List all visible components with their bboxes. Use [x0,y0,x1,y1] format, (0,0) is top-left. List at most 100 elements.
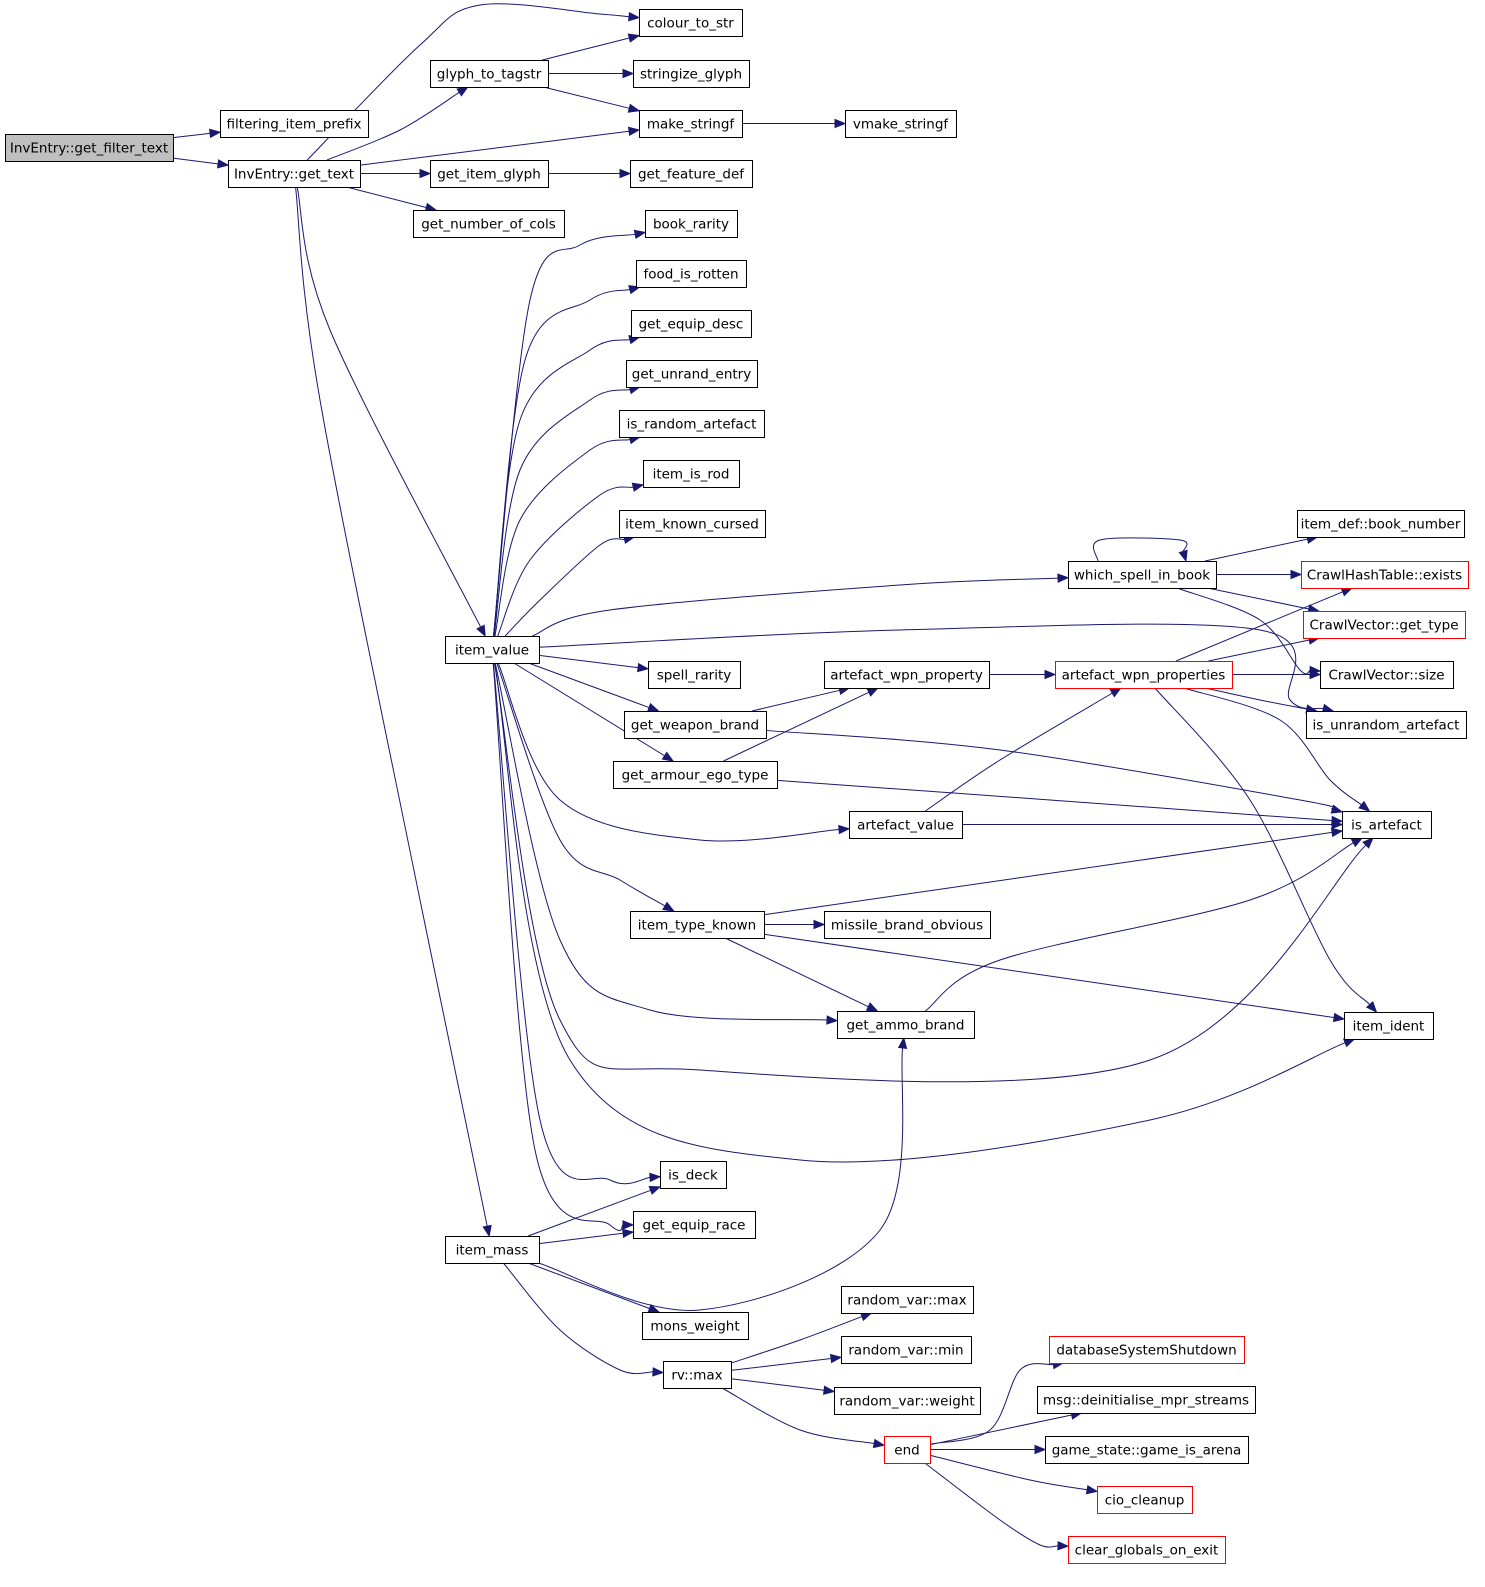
arrowhead [1290,569,1303,580]
node-crawlvector-get-type[interactable]: CrawlVector::get_type [1303,611,1466,639]
node-box [1320,661,1454,689]
arrowhead [1057,573,1070,583]
node-get-text[interactable]: InvEntry::get_text [228,160,361,188]
edge-line [492,662,624,1231]
node-random-var-min[interactable]: random_var::min [841,1336,972,1364]
edge-line [296,186,482,628]
node-item-type-known[interactable]: item_type_known [630,911,765,939]
node-databaseSystemShutdown[interactable]: databaseSystemShutdown [1049,1336,1245,1364]
node-item-known-cursed[interactable]: item_known_cursed [619,510,766,538]
edge-line [924,692,1113,812]
node-get-ammo-brand[interactable]: get_ammo_brand [837,1011,975,1039]
node-missile-brand-obvious[interactable]: missile_brand_obvious [824,911,991,939]
node-artefact-wpn-property[interactable]: artefact_wpn_property [824,661,990,689]
node-msg-deinitialise[interactable]: msg::deinitialise_mpr_streams [1037,1386,1256,1414]
node-crawlvector-size[interactable]: CrawlVector::size [1320,661,1454,689]
edge-layer [172,3,1378,1551]
edge-artefact_wpn_properties-to-crawlvector_get_type [1208,635,1321,662]
edge-get_weapon_brand-to-is_artefact [765,729,1344,814]
edge-line [494,662,1346,1163]
node-box [837,1011,975,1039]
node-item-is-rod[interactable]: item_is_rod [643,460,740,488]
edge-end-to-clear_globals_on_exit [924,1462,1070,1551]
node-glyph-to-tagstr[interactable]: glyph_to_tagstr [430,60,549,88]
node-spell-rarity[interactable]: spell_rarity [648,661,741,689]
node-box [1342,811,1432,839]
edge-get_text-to-get_item_glyph [360,168,432,179]
arrowhead [1309,669,1322,680]
edge-line [326,91,460,161]
node-box [639,110,743,138]
edge-item_value-to-get_ammo_brand [494,662,839,1025]
arrowhead [1332,1012,1346,1023]
node-get-equip-race[interactable]: get_equip_race [633,1211,756,1239]
node-get-weapon-brand[interactable]: get_weapon_brand [624,711,767,739]
node-stringize-glyph[interactable]: stringize_glyph [633,60,750,88]
node-item-value[interactable]: item_value [445,636,540,664]
node-get-feature-def[interactable]: get_feature_def [630,160,753,188]
node-get-item-glyph[interactable]: get_item_glyph [430,160,549,188]
arrowhead [1331,819,1344,830]
node-is-deck[interactable]: is_deck [660,1161,727,1189]
node-item-mass[interactable]: item_mass [445,1236,540,1264]
node-get-unrand-entry[interactable]: get_unrand_entry [626,360,758,388]
edge-line [1175,591,1343,662]
edge-get_filter_text-to-get_text [172,157,230,169]
edge-line [346,186,427,208]
node-item-ident[interactable]: item_ident [1344,1012,1434,1040]
arrowhead [622,1220,635,1230]
node-rv-max[interactable]: rv::max [663,1361,732,1389]
node-colour-to-str[interactable]: colour_to_str [639,9,743,37]
node-box [834,1387,981,1415]
node-label: get_weapon_brand [631,718,759,734]
node-make-stringf[interactable]: make_stringf [639,110,743,138]
node-which-spell-in-book[interactable]: which_spell_in_book [1068,561,1217,589]
node-clear-globals-on-exit[interactable]: clear_globals_on_exit [1068,1536,1226,1564]
edge-line [497,662,840,842]
node-crawlhashtable-exists[interactable]: CrawlHashTable::exists [1301,561,1469,589]
node-get-armour-ego-type[interactable]: get_armour_ego_type [613,761,778,789]
node-get-number-of-cols[interactable]: get_number_of_cols [413,210,565,238]
node-artefact-value[interactable]: artefact_value [849,811,963,839]
node-get-filter-text[interactable]: InvEntry::get_filter_text [5,134,174,162]
arrowhead [646,702,660,712]
edge-line [730,1378,825,1391]
node-label: CrawlVector::size [1328,668,1444,684]
edge-item_value-to-is_artefact [493,662,1374,1083]
node-game-is-arena[interactable]: game_state::game_is_arena [1045,1436,1249,1464]
node-random-var-max[interactable]: random_var::max [841,1286,974,1314]
edge-line [924,842,1354,1012]
edge-item_value-to-food_is_rotten [493,285,641,637]
edge-get_text-to-get_number_of_cols [346,186,438,212]
node-is-artefact[interactable]: is_artefact [1342,811,1432,839]
node-artefact-wpn-properties[interactable]: artefact_wpn_properties [1055,661,1233,689]
edge-end-to-game_is_arena [930,1444,1047,1455]
node-is-unrandom-artefact[interactable]: is_unrandom_artefact [1306,711,1467,739]
node-get-equip-desc[interactable]: get_equip_desc [631,310,752,338]
node-box [845,110,957,138]
node-label: make_stringf [647,117,736,133]
node-cio-cleanup[interactable]: cio_cleanup [1097,1486,1193,1514]
node-label: get_equip_desc [639,317,744,333]
edge-make_stringf-to-vmake_stringf [742,118,847,129]
node-is-random-artefact[interactable]: is_random_artefact [619,410,765,438]
node-label: clear_globals_on_exit [1075,1543,1219,1559]
node-item-def-book-number[interactable]: item_def::book_number [1297,510,1465,538]
arrowhead [1342,1038,1356,1048]
node-vmake-stringf[interactable]: vmake_stringf [845,110,957,138]
edge-line [493,339,631,637]
node-mons-weight[interactable]: mons_weight [642,1312,749,1340]
node-food-is-rotten[interactable]: food_is_rotten [636,260,747,288]
node-end[interactable]: end [884,1436,931,1464]
node-book-rarity[interactable]: book_rarity [645,210,738,238]
edge-line [494,662,828,1021]
node-random-var-weight[interactable]: random_var::weight [834,1387,981,1415]
node-filtering-item-prefix[interactable]: filtering_item_prefix [220,110,369,138]
arrowhead [1358,800,1371,812]
edge-rv_max-to-random_var_weight [730,1378,836,1395]
node-label: item_known_cursed [625,517,759,533]
node-label: msg::deinitialise_mpr_streams [1043,1393,1249,1409]
node-label: get_feature_def [638,167,745,183]
edge-line [295,186,488,1227]
edge-end-to-cio_cleanup [929,1454,1099,1495]
